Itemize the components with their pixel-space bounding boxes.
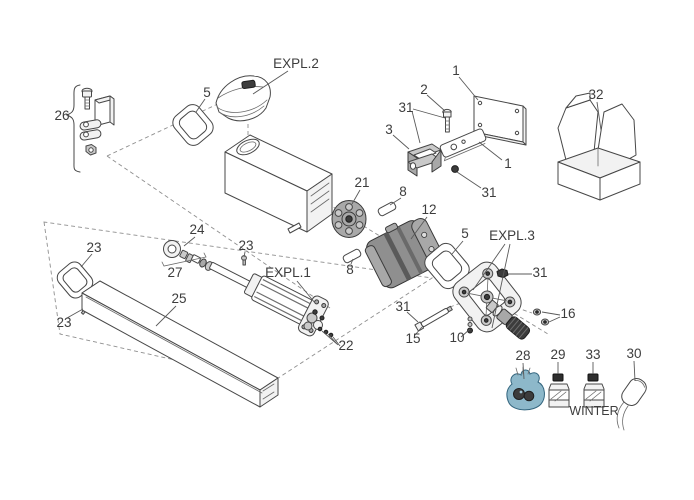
bracket-27 (161, 252, 207, 267)
part-labels: 26 EXPL.2 5 2 31 3 1 1 31 32 21 8 12 5 E… (54, 56, 641, 418)
label-1-bar: 1 (504, 156, 512, 171)
label-22: 22 (338, 338, 353, 353)
label-8-bottom: 8 (346, 262, 354, 277)
bottle-33 (583, 373, 605, 408)
label-1-plate: 1 (452, 63, 460, 78)
nut-31-mid (451, 165, 459, 173)
label-33: 33 (585, 347, 600, 362)
label-23-top: 23 (238, 238, 253, 253)
label-25: 25 (171, 291, 186, 306)
bar-1 (439, 128, 487, 162)
label-5-right: 5 (461, 226, 469, 241)
pin-8-bottom (342, 248, 362, 264)
bracket-kit-26 (65, 84, 115, 173)
screws-22 (317, 326, 334, 338)
gasket-5-top (172, 104, 214, 146)
bottle-29 (548, 373, 570, 408)
label-10: 10 (449, 330, 464, 345)
label-expl1: EXPL.1 (265, 265, 311, 280)
label-32: 32 (588, 87, 603, 102)
label-30: 30 (626, 346, 641, 361)
nut-31-right (496, 268, 509, 278)
label-26: 26 (54, 108, 69, 123)
label-31-shaft: 31 (395, 299, 410, 314)
label-8-top: 8 (399, 184, 407, 199)
label-expl3: EXPL.3 (489, 228, 535, 243)
label-expl2: EXPL.2 (273, 56, 319, 71)
capacitor-30 (616, 378, 647, 431)
rod-end-24 (163, 240, 214, 271)
cover-latch (241, 79, 256, 90)
label-21: 21 (354, 175, 369, 190)
cylinder-valve-block (303, 309, 325, 331)
tube-25 (81, 280, 279, 408)
valve-assembly (485, 299, 531, 340)
label-5-top: 5 (203, 85, 211, 100)
cover-expl2 (215, 75, 271, 122)
label-23-gasket: 23 (86, 240, 101, 255)
label-28: 28 (515, 348, 530, 363)
carton-box-32 (557, 92, 641, 201)
coupling-21 (331, 200, 367, 238)
label-23-screw: 23 (56, 315, 71, 330)
tube-slot (287, 222, 302, 234)
pin-8-top (377, 201, 397, 217)
label-29: 29 (550, 347, 565, 362)
dashed-guides (43, 85, 549, 383)
label-27: 27 (167, 265, 182, 280)
shaft-15 (414, 305, 453, 332)
label-31-top: 31 (398, 100, 413, 115)
screws-16 (532, 308, 550, 326)
label-24: 24 (189, 222, 205, 237)
rear-fork-3 (407, 143, 442, 177)
label-12: 12 (421, 202, 436, 217)
label-3: 3 (385, 122, 393, 137)
label-2: 2 (420, 82, 428, 97)
motor-12 (364, 218, 444, 289)
label-winter: WINTER (569, 404, 618, 418)
label-31-right: 31 (532, 265, 547, 280)
screws-10 (467, 316, 473, 334)
screw-23-top (241, 255, 247, 266)
plate-1 (473, 95, 527, 146)
gasket-5-right (424, 242, 470, 290)
label-15: 15 (405, 331, 420, 346)
label-16: 16 (560, 306, 575, 321)
parts-bag-28 (506, 366, 545, 411)
bolt-2 (442, 108, 452, 133)
label-31-mid: 31 (481, 185, 496, 200)
leader-lines (66, 70, 636, 382)
outer-tube (224, 134, 333, 234)
